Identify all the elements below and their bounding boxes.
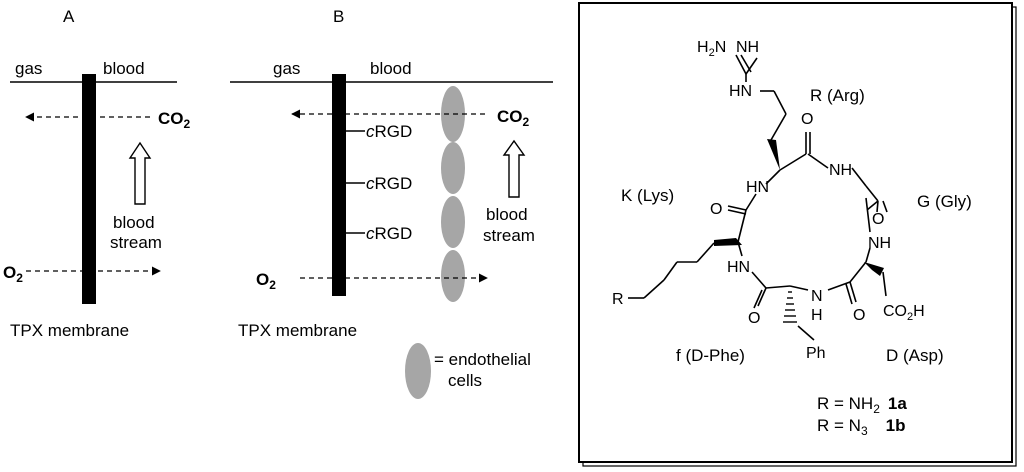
- atom-nh: NH: [736, 39, 759, 56]
- atom-ph: Ph: [806, 345, 826, 362]
- panel-a: A gas blood CO2 blood stream O2 TPX memb…: [3, 7, 191, 340]
- atom-o: O: [853, 307, 865, 324]
- panel-b-stream-line2: stream: [483, 226, 535, 245]
- crgd-label: cRGD: [366, 174, 412, 193]
- legend-line2: cells: [448, 371, 482, 390]
- structure-frame: [578, 2, 1013, 463]
- atom-nh: NH: [868, 235, 891, 252]
- endothelial-cell-legend-icon: [405, 343, 431, 399]
- panel-b-stream-line1: blood: [486, 205, 528, 224]
- atom-nh: NH: [829, 162, 852, 179]
- panel-b-o2-label: O2: [256, 270, 276, 292]
- panel-a-stream-arrow: [128, 141, 152, 205]
- atom-n: N: [811, 288, 823, 305]
- panel-b-membrane-label: TPX membrane: [238, 321, 357, 340]
- endothelial-cell: [441, 196, 465, 248]
- atom-hn: HN: [729, 83, 752, 100]
- panel-a-membrane-label: TPX membrane: [10, 321, 129, 340]
- panel-b-co2-label: CO2: [497, 107, 530, 129]
- residue-arg-label: R (Arg): [810, 86, 865, 105]
- panel-a-co2-label: CO2: [158, 109, 191, 131]
- residue-lys-label: K (Lys): [621, 186, 674, 205]
- atom-o: O: [801, 111, 813, 128]
- structure-bonds: [628, 54, 888, 341]
- atom-hn: HN: [746, 179, 769, 196]
- panel-a-blood-label: blood: [103, 59, 145, 78]
- panel-b-stream-arrow: [502, 139, 526, 198]
- panel-b-label: B: [333, 7, 344, 26]
- panel-b: B gas blood CO2 cRGD cRGD cRGD blood str…: [230, 7, 553, 399]
- panel-a-label: A: [63, 7, 75, 26]
- crgd-label: cRGD: [366, 122, 412, 141]
- panel-b-blood-label: blood: [370, 59, 412, 78]
- residue-asp-label: D (Asp): [886, 346, 944, 365]
- atom-co2h: CO2H: [883, 303, 925, 323]
- endothelial-cell: [441, 250, 465, 302]
- panel-b-gas-label: gas: [273, 59, 300, 78]
- atom-o: O: [872, 211, 884, 228]
- atom-hn: HN: [727, 259, 750, 276]
- panel-a-membrane: [82, 74, 96, 304]
- endothelial-cell: [441, 142, 465, 194]
- panel-b-membrane: [332, 74, 346, 296]
- structure-panel: NH H2N HN O NH O NH HN O HN N H O O CO2H…: [578, 2, 1017, 467]
- atom-o: O: [710, 201, 722, 218]
- panel-a-stream-line1: blood: [113, 213, 155, 232]
- atom-o: O: [748, 310, 760, 327]
- crgd-label: cRGD: [366, 224, 412, 243]
- residue-gly-label: G (Gly): [917, 192, 972, 211]
- residue-phe-label: f (D-Phe): [676, 346, 745, 365]
- panel-a-gas-label: gas: [15, 59, 42, 78]
- panel-a-stream-line2: stream: [110, 233, 162, 252]
- atom-h2n: H2N: [697, 39, 726, 59]
- legend-line1: = endothelial: [434, 350, 531, 369]
- atom-h: H: [811, 307, 823, 324]
- atom-r: R: [612, 291, 624, 308]
- panel-a-o2-label: O2: [3, 263, 23, 285]
